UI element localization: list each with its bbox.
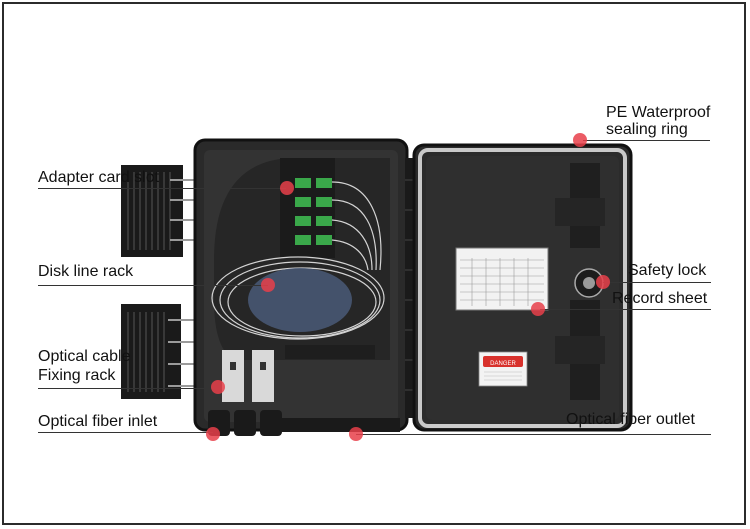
- marker-pe-waterproof: [573, 133, 587, 147]
- label-safety-lock: Safety lock: [628, 262, 707, 279]
- box-base: [193, 138, 409, 436]
- marker-optical-fiber-outlet: [349, 427, 363, 441]
- leader-safety-lock: [603, 282, 711, 283]
- label-optical-cable-line2: Fixing rack: [38, 367, 116, 384]
- label-optical-cable-line1: Optical cable: [38, 348, 131, 365]
- marker-record-sheet: [531, 302, 545, 316]
- leader-disk-line-rack: [38, 285, 268, 286]
- label-adapter-card-slot: Adapter card slot: [38, 169, 159, 186]
- label-optical-fiber-inlet: Optical fiber inlet: [38, 413, 158, 430]
- leader-optical-fiber-inlet: [38, 432, 213, 433]
- label-optical-fiber-outlet: Optical fiber outlet: [566, 411, 695, 428]
- danger-sticker-text: DANGER: [490, 361, 516, 367]
- marker-disk-line-rack: [261, 278, 275, 292]
- marker-adapter-card-slot: [280, 181, 294, 195]
- leader-record-sheet: [540, 309, 711, 310]
- left-clamp-top: [121, 165, 204, 257]
- label-record-sheet: Record sheet: [612, 290, 708, 307]
- marker-safety-lock: [596, 275, 610, 289]
- leader-optical-fiber-outlet: [356, 434, 711, 435]
- label-pe-waterproof-line2: sealing ring: [606, 121, 688, 138]
- label-disk-line-rack: Disk line rack: [38, 263, 134, 280]
- leader-optical-cable: [38, 388, 218, 389]
- leader-pe-waterproof: [583, 140, 710, 141]
- marker-optical-cable: [211, 380, 225, 394]
- leader-adapter-card-slot: [38, 188, 286, 189]
- marker-optical-fiber-inlet: [206, 427, 220, 441]
- label-pe-waterproof-line1: PE Waterproof: [606, 104, 711, 121]
- box-lid: DANGER: [412, 143, 633, 432]
- left-clamp-bottom: [121, 304, 202, 399]
